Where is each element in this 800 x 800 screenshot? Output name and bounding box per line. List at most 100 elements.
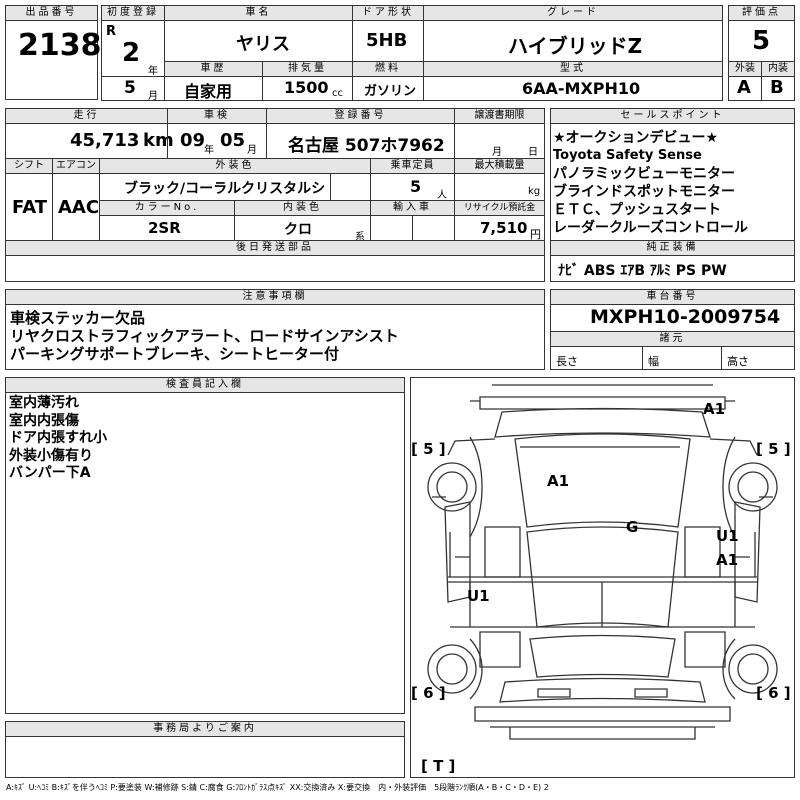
int-color: クロ: [284, 222, 312, 238]
history: 自家用: [184, 82, 233, 101]
year-unit: 年: [148, 66, 158, 77]
recycle-header: リサイクル預託金: [454, 200, 545, 216]
reg-month: 5: [124, 78, 136, 98]
spec-length-label: 長さ: [556, 355, 578, 368]
grade: ハイブリッドZ: [508, 34, 643, 58]
inspector-box: [5, 392, 405, 714]
import-header: 輸入車: [370, 200, 455, 216]
car-diagram-frame: [410, 377, 795, 778]
sales-point: レーダークルーズコントロール: [553, 220, 748, 236]
aircon-header: エアコン: [52, 158, 100, 174]
model-box: [423, 76, 723, 101]
shift-header: シフト: [5, 158, 53, 174]
model-header: 型式: [423, 61, 723, 77]
note-line: リヤクロストラフィックアラート、ロードサインアシスト: [10, 327, 399, 345]
genuine-box: [550, 255, 795, 282]
genuine-header: 純正装備: [550, 240, 795, 256]
tire-fl: [ 5 ]: [411, 440, 446, 458]
sales-point: ブラインドスポットモニター: [553, 184, 735, 200]
notes-header: 注意事項欄: [5, 289, 545, 305]
inspector-line: 室内薄汚れ: [9, 395, 79, 411]
first-reg-header: 初度登録: [101, 5, 165, 21]
month-box: [101, 76, 165, 101]
inspector-line: ドア内張すれ小: [9, 430, 107, 446]
spec-height-box: [721, 346, 795, 370]
max-load-header: 最大積載量: [454, 158, 545, 174]
tire-rr: [ 6 ]: [756, 684, 791, 702]
displacement: 1500: [284, 78, 329, 97]
door-header: ドア形状: [352, 5, 424, 21]
era: R: [106, 24, 117, 39]
import-box-a: [370, 215, 413, 241]
shaken-header: 車検: [167, 108, 267, 124]
ext-color: ブラック/コーラルクリスタルシ: [124, 181, 326, 197]
door-type: 5HB: [366, 30, 408, 51]
tire-rl: [ 6 ]: [411, 684, 446, 702]
mileage-header: 走行: [5, 108, 168, 124]
sales-point: Toyota Safety Sense: [553, 148, 702, 163]
registration: 名古屋 507ホ7962: [288, 136, 445, 156]
transfer-month-unit: 月: [492, 147, 502, 158]
office-box: [5, 736, 405, 778]
reg-year: 2: [122, 38, 141, 68]
int-color-unit: 系: [355, 232, 365, 243]
inspector-list: 室内薄汚れ 室内内張傷 ドア内張すれ小 外装小傷有り バンパー下A: [9, 395, 107, 483]
sales-point: ＥＴＣ、プッシュスタート: [553, 202, 721, 218]
month-unit: 月: [148, 91, 158, 102]
mileage-unit: km: [143, 130, 174, 151]
int-box: [761, 76, 795, 101]
mark-front-bumper: A1: [703, 400, 726, 418]
inspector-line: 室内内張傷: [9, 412, 79, 429]
note-line: 車検ステッカー欠品: [10, 309, 146, 327]
lot-header: 出品番号: [5, 5, 98, 21]
capacity-unit: 人: [437, 190, 447, 201]
note-line: パーキングサポートブレーキ、シートヒーター付: [10, 345, 339, 363]
fuel: ガソリン: [364, 84, 417, 99]
shaken-month: 05: [220, 130, 246, 151]
inspector-line: 外装小傷有り: [9, 447, 93, 464]
transfer-day-unit: 日: [528, 147, 538, 158]
notes-list: 車検ステッカー欠品 リヤクロストラフィックアラート、ロードサインアシスト パーキ…: [10, 309, 399, 363]
shaken-year-unit: 年: [204, 145, 214, 156]
sales-point: ★オークションデビュー★: [553, 130, 719, 146]
inspector-header: 検査員記入欄: [5, 377, 405, 393]
max-load-unit: kg: [528, 186, 541, 197]
selling-header: セールスポイント: [550, 108, 795, 124]
recycle-unit: 円: [530, 228, 541, 241]
score-header: 評価点: [728, 5, 795, 21]
specs-header: 諸元: [550, 331, 795, 347]
int-color-header: 内装色: [234, 200, 371, 216]
office-header: 事務局よりご案内: [5, 721, 405, 737]
aircon: AAC: [58, 197, 100, 218]
shaken-month-unit: 月: [247, 145, 257, 156]
sales-points-list: ★オークションデビュー★ Toyota Safety Sense パノラミックビ…: [553, 129, 748, 237]
sales-point: パノラミックビューモニター: [553, 166, 735, 182]
fuel-header: 燃料: [352, 61, 424, 77]
mark-right-door-2: A1: [716, 551, 739, 569]
history-header: 車歴: [164, 61, 263, 77]
ext-header: 外装: [728, 61, 762, 77]
mark-right-door-1: U1: [716, 527, 739, 545]
legend: A:ｷｽﾞ U:ﾍｺﾐ B:ｷｽﾞを伴うﾍｺﾐ P:要塗装 W:補修跡 S:錆 …: [6, 783, 549, 792]
color-no-header: カラーNo.: [99, 200, 235, 216]
later-parts-box: [5, 255, 545, 282]
inspector-line: バンパー下A: [9, 465, 91, 481]
displacement-header: 排気量: [262, 61, 353, 77]
spec-height-label: 高さ: [727, 355, 749, 368]
lot-number: 2138: [18, 28, 102, 63]
ext-color-extra-box: [330, 173, 371, 201]
car-name: ヤリス: [236, 34, 290, 55]
later-parts-header: 後日発送部品: [5, 240, 545, 256]
genuine-equipment: ﾅﾋﾞ ABS ｴｱB ｱﾙﾐ PS PW: [558, 263, 727, 279]
capacity: 5: [410, 177, 422, 196]
car-diagram: [427, 384, 778, 740]
int-header: 内装: [761, 61, 795, 77]
mark-roof: A1: [547, 472, 570, 490]
score: 5: [752, 26, 771, 56]
import-box-b: [412, 215, 455, 241]
mileage: 45,713: [70, 130, 140, 151]
chassis-number: MXPH10-2009754: [590, 306, 781, 328]
reg-no-header: 登録番号: [266, 108, 455, 124]
tire-fr: [ 5 ]: [756, 440, 791, 458]
shift: FAT: [12, 197, 48, 218]
